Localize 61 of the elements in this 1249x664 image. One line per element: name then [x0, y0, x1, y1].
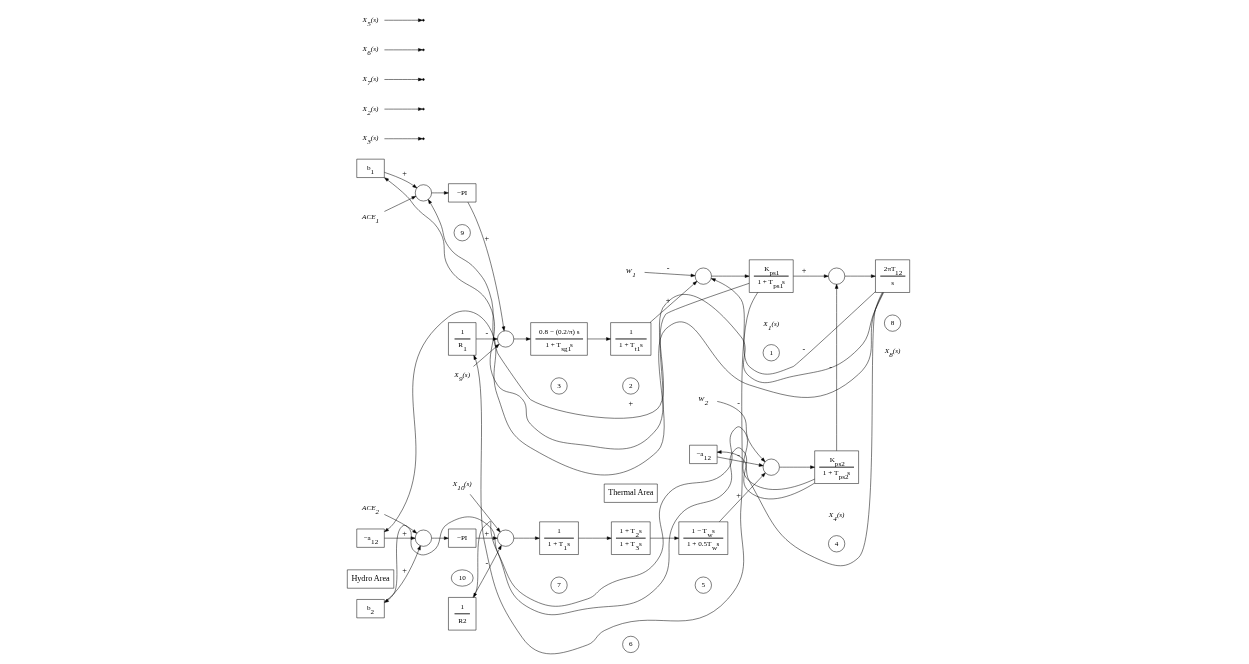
arrow	[844, 273, 876, 278]
arrow	[384, 446, 815, 615]
edge-label: -	[802, 344, 806, 354]
arrow	[473, 291, 758, 654]
node-circle	[415, 529, 432, 547]
edge-label: +	[628, 398, 634, 408]
arrow	[717, 400, 766, 462]
arrow	[384, 291, 884, 532]
arrow	[649, 280, 698, 323]
arrow	[513, 336, 531, 341]
arrow	[473, 426, 815, 606]
arrow	[431, 190, 449, 195]
edge-label: +	[665, 295, 671, 305]
arrow	[384, 77, 423, 81]
arrow	[384, 106, 423, 111]
arrow	[384, 536, 416, 540]
arrow	[587, 336, 611, 341]
edge-label: -	[737, 450, 740, 460]
arrow	[716, 456, 764, 467]
edge-label: +	[801, 265, 807, 275]
edge-label: +	[402, 528, 407, 538]
edge-label: +	[402, 168, 407, 178]
node-circle	[828, 267, 846, 285]
edge-label: -	[737, 398, 740, 408]
arrow	[384, 171, 418, 188]
node-box: Hydro Area	[347, 569, 395, 588]
arrow	[384, 195, 417, 212]
arrow	[473, 343, 500, 367]
arrow	[384, 513, 417, 533]
edge-label: +	[484, 233, 490, 243]
arrow	[793, 273, 829, 278]
arrow	[711, 273, 750, 278]
arrow	[384, 545, 421, 602]
node-circle	[415, 183, 432, 201]
arrow	[644, 271, 696, 277]
arrow	[431, 536, 449, 540]
edge-label: -	[485, 328, 489, 338]
arrow	[469, 493, 501, 532]
edge-label: +	[736, 490, 741, 500]
arrow	[513, 536, 540, 540]
edge-label: +	[402, 565, 407, 575]
arrow	[578, 536, 612, 540]
arrow	[719, 472, 766, 522]
edge-label: -	[829, 362, 832, 372]
edge-label: +	[484, 528, 490, 538]
arrow	[384, 47, 423, 52]
arrow	[472, 544, 502, 598]
arrow	[384, 136, 423, 140]
arrow	[428, 198, 884, 419]
arrow	[711, 277, 876, 374]
arrow	[467, 201, 506, 331]
arrow	[650, 536, 679, 540]
edge-label: -	[485, 558, 489, 568]
edge-label: -	[666, 263, 670, 273]
node-box: Thermal Area	[603, 483, 658, 503]
arrow	[779, 465, 815, 469]
arrow	[384, 176, 750, 449]
arrow	[834, 283, 839, 451]
arrow	[384, 18, 423, 22]
node-circle	[497, 330, 515, 347]
arrow	[716, 291, 883, 566]
